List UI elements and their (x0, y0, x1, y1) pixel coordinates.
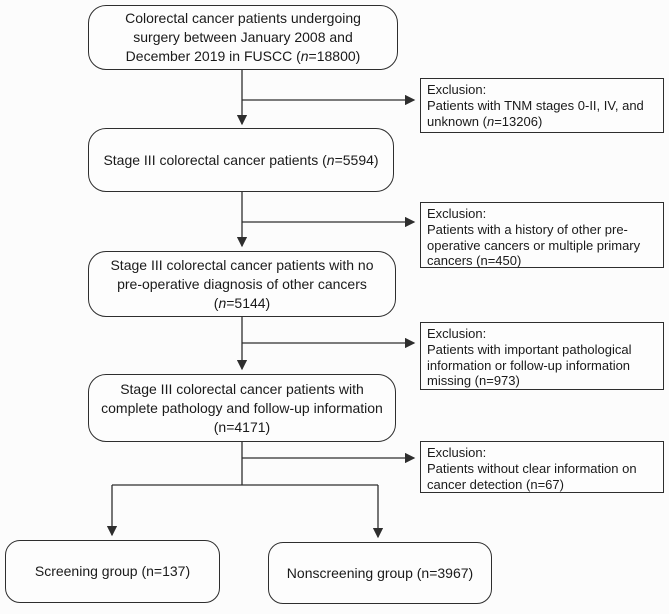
complete-text: Stage III colorectal cancer patients wit… (101, 380, 383, 435)
exclusion-1-post: =13206) (494, 113, 543, 129)
flow-box-complete: Stage III colorectal cancer patients wit… (88, 374, 396, 442)
exclusion-3-pre: Patients with important pathological inf… (427, 341, 632, 389)
nonscreening-text: Nonscreening group (n=3967) (286, 564, 474, 581)
exclusion-box-2: Exclusion:Patients with a history of oth… (420, 202, 664, 268)
stage3-text-post: =5594) (334, 151, 379, 168)
exclusion-3-text: Exclusion:Patients with important pathol… (427, 326, 632, 389)
exclusion-box-3: Exclusion:Patients with important pathol… (420, 322, 664, 390)
flow-box-cohort: Colorectal cancer patients undergoing su… (88, 5, 398, 70)
exclusion-box-4: Exclusion:Patients without clear informa… (420, 441, 664, 493)
no-preop-text-pre: Stage III colorectal cancer patients wit… (110, 256, 374, 311)
flow-box-nonscreening: Nonscreening group (n=3967) (268, 542, 492, 604)
exclusion-1-text: Exclusion:Patients with TNM stages 0-II,… (427, 82, 644, 129)
no-preop-n-italic: n (218, 294, 227, 311)
exclusion-1-title: Exclusion: (427, 82, 487, 97)
exclusion-2-title: Exclusion: (427, 206, 487, 221)
exclusion-2-pre: Patients with a history of other pre- op… (427, 221, 641, 269)
flow-box-stage3-text: Stage III colorectal cancer patients (n=… (103, 151, 378, 170)
flow-box-complete-text: Stage III colorectal cancer patients wit… (101, 380, 383, 437)
exclusion-1-n-italic: n (486, 113, 495, 129)
flow-box-cohort-text: Colorectal cancer patients undergoing su… (125, 9, 361, 66)
exclusion-4-pre: Patients without clear information on ca… (427, 460, 637, 492)
cohort-text-pre: Colorectal cancer patients undergoing su… (125, 10, 361, 64)
stage3-text-pre: Stage III colorectal cancer patients ( (103, 151, 327, 168)
exclusion-1-pre: Patients with TNM stages 0-II, IV, and u… (427, 97, 644, 129)
stage3-n-italic: n (326, 151, 335, 168)
no-preop-text-post: =5144) (226, 294, 271, 311)
cohort-text-post: =18800) (308, 48, 361, 64)
screening-text: Screening group (n=137) (34, 563, 191, 579)
exclusion-4-text: Exclusion:Patients without clear informa… (427, 445, 637, 492)
flow-box-stage3: Stage III colorectal cancer patients (n=… (88, 128, 394, 192)
exclusion-3-title: Exclusion: (427, 326, 487, 341)
exclusion-4-title: Exclusion: (427, 445, 487, 460)
flow-box-screening: Screening group (n=137) (5, 540, 220, 603)
cohort-n-italic: n (300, 48, 309, 64)
exclusion-box-1: Exclusion:Patients with TNM stages 0-II,… (420, 78, 664, 133)
exclusion-2-text: Exclusion:Patients with a history of oth… (427, 206, 640, 269)
flow-box-screening-text: Screening group (n=137) (35, 562, 190, 581)
flow-box-no-preop: Stage III colorectal cancer patients wit… (88, 251, 396, 317)
flow-box-nonscreening-text: Nonscreening group (n=3967) (287, 564, 473, 583)
flow-box-no-preop-text: Stage III colorectal cancer patients wit… (110, 256, 373, 313)
